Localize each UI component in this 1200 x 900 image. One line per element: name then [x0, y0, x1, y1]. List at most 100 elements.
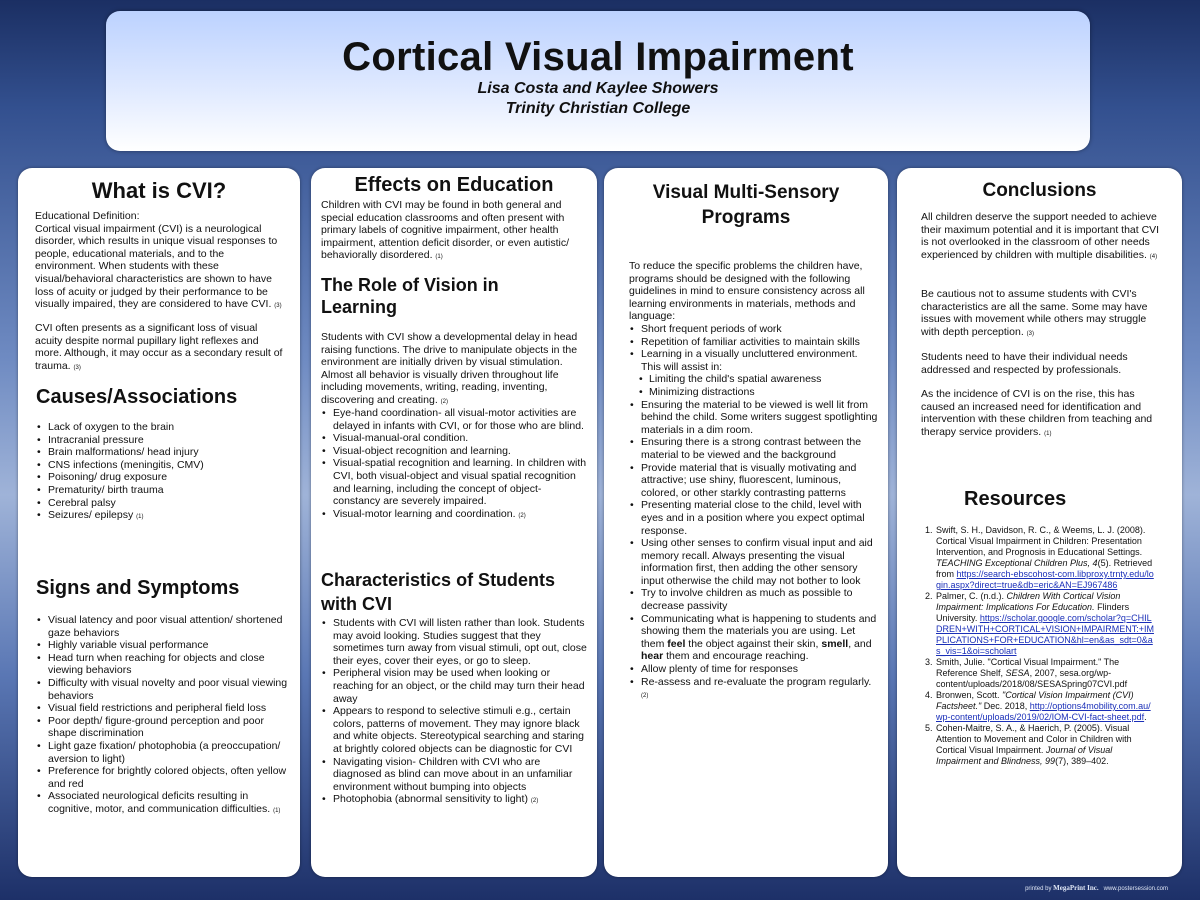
list-item: CNS infections (meningitis, CMV): [36, 459, 288, 472]
role-text: Students with CVI show a developmental d…: [321, 331, 587, 409]
list-item: Visual field restrictions and peripheral…: [36, 702, 288, 715]
citation: (3): [274, 303, 282, 310]
resource-link[interactable]: https://scholar.google.com/scholar?q=CHI…: [936, 613, 1154, 656]
programs-list: Short frequent periods of workRepetition…: [629, 323, 879, 703]
resource-title: SESA: [1005, 668, 1030, 678]
list-item: Presenting material close to the child, …: [629, 499, 879, 537]
resource-text: Swift, S. H., Davidson, R. C., & Weems, …: [936, 525, 1146, 557]
effects-heading: Effects on Education: [354, 174, 554, 196]
list-item: Prematurity/ birth trauma: [36, 484, 288, 497]
programs-heading: Visual Multi-Sensory Programs: [652, 182, 840, 228]
list-item: Students with CVI will listen rather tha…: [321, 617, 587, 667]
what-is-cvi-heading: What is CVI?: [91, 178, 227, 203]
citation: (2): [440, 398, 449, 405]
resource-item: 1. Swift, S. H., Davidson, R. C., & Weem…: [925, 525, 1155, 591]
list-item: Photophobia (abnormal sensitivity to lig…: [321, 793, 587, 808]
conclusion-2: Be cautious not to assume students with …: [921, 288, 1163, 340]
column-1: What is CVI? Educational Definition: Cor…: [18, 168, 300, 877]
role-paragraph: Students with CVI show a developmental d…: [321, 331, 578, 406]
characteristics-list: Students with CVI will listen rather tha…: [321, 617, 587, 808]
resources-list: 1. Swift, S. H., Davidson, R. C., & Weem…: [925, 525, 1155, 767]
citation: (4): [1149, 253, 1158, 260]
list-item: Brain malformations/ head injury: [36, 446, 288, 459]
list-item: Lack of oxygen to the brain: [36, 421, 288, 434]
conclusion-text: Be cautious not to assume students with …: [921, 288, 1148, 338]
emphasis: hear: [641, 650, 664, 663]
resource-text: (5). Retrieved from: [936, 558, 1153, 579]
poster-authors: Lisa Costa and Kaylee Showers: [477, 80, 719, 97]
column-2: Effects on Education Children with CVI m…: [311, 168, 597, 877]
printed-by-label: printed by: [1025, 886, 1052, 892]
list-item-text: Navigating vision- Children with CVI who…: [333, 755, 573, 793]
list-item-text: Visual field restrictions and peripheral…: [48, 702, 267, 715]
list-item: Visual-motor learning and coordination. …: [321, 508, 587, 523]
emphasis: feel: [667, 637, 686, 650]
cvi-presentation: CVI often presents as a significant loss…: [35, 322, 287, 374]
presentation-text: CVI often presents as a significant loss…: [35, 322, 283, 372]
citation: (2): [530, 798, 539, 805]
effects-paragraph: Children with CVI may be found in both g…: [321, 199, 570, 262]
list-item: Seizures/ epilepsy (1): [36, 509, 288, 524]
list-item: Navigating vision- Children with CVI who…: [321, 756, 587, 794]
resource-text: Smith, Julie. "Cortical Visual Impairmen…: [936, 657, 1120, 678]
citation: (2): [641, 693, 649, 700]
list-item: Appears to respond to selective stimuli …: [321, 705, 587, 755]
list-item-text: Visual-manual-oral condition.: [333, 432, 469, 445]
citation: (1): [435, 254, 443, 261]
conclusion-text: All children deserve the support needed …: [921, 211, 1160, 261]
list-item-text: Highly variable visual performance: [48, 639, 209, 652]
resource-text: Dec. 2018,: [981, 701, 1030, 711]
resource-title: Journal of Visual Impairment and Blindne…: [936, 745, 1113, 766]
list-item-text: Poisoning/ drug exposure: [48, 471, 168, 484]
list-item-text: Eye-hand coordination- all visual-motor …: [333, 407, 584, 432]
printer-name: MegaPrint Inc.: [1053, 884, 1099, 892]
poster-title: Cortical Visual Impairment: [342, 35, 854, 79]
list-item-text: Visual-motor learning and coordination.: [333, 507, 516, 520]
resource-item: 2. Palmer, C. (n.d.). Children With Cort…: [925, 591, 1155, 657]
resource-title: Children With Cortical Vision Impairment…: [936, 591, 1121, 612]
resource-number: 5.: [925, 723, 933, 733]
resource-item: 3. Smith, Julie. "Cortical Visual Impair…: [925, 657, 1155, 690]
definition-label: Educational Definition:: [35, 210, 140, 222]
list-item: Allow plenty of time for responses: [629, 663, 879, 676]
list-item: Repetition of familiar activities to mai…: [629, 336, 879, 349]
conclusion-text: As the incidence of CVI is on the rise, …: [921, 388, 1153, 438]
list-item-text: Brain malformations/ head injury: [48, 446, 199, 459]
resource-number: 2.: [925, 591, 933, 601]
list-item-text: Prematurity/ birth trauma: [48, 483, 164, 496]
list-item: Eye-hand coordination- all visual-motor …: [321, 407, 587, 432]
citation: (2): [518, 512, 526, 519]
list-item-text: Associated neurological deficits resulti…: [48, 790, 271, 815]
list-item: Peripheral vision may be used when looki…: [321, 667, 587, 705]
list-item: Intracranial pressure: [36, 434, 288, 447]
list-item: Short frequent periods of work: [629, 323, 879, 336]
list-item: Try to involve children as much as possi…: [629, 587, 879, 612]
list-item-text: Preference for brightly colored objects,…: [48, 765, 287, 790]
printer-site: www.postersession.com: [1103, 886, 1168, 892]
citation: (1): [136, 514, 144, 521]
conclusion-3: Students need to have their individual n…: [921, 351, 1128, 376]
resource-item: 5. Cohen-Maitre, S. A., & Haerich, P. (2…: [925, 723, 1155, 767]
list-item: Using other senses to confirm visual inp…: [629, 537, 879, 587]
emphasis: smell: [821, 637, 849, 650]
resource-text: .: [1144, 712, 1147, 722]
list-item-text: Light gaze fixation/ photophobia (a preo…: [48, 739, 281, 765]
resources-heading: Resources: [964, 488, 1067, 510]
list-item: Ensuring the material to be viewed is we…: [629, 399, 879, 437]
signs-list: Visual latency and poor visual attention…: [36, 614, 288, 818]
role-list: Eye-hand coordination- all visual-motor …: [321, 407, 587, 522]
signs-heading: Signs and Symptoms: [36, 577, 240, 599]
list-item: Cerebral palsy: [36, 497, 288, 510]
resource-text: (7), 389–402.: [1055, 756, 1109, 766]
list-item-text: Appears to respond to selective stimuli …: [333, 705, 584, 755]
sub-list-item: Limiting the child's spatial awareness: [629, 373, 879, 386]
resource-link[interactable]: https://search-ebscohost-com.libproxy.tr…: [936, 569, 1154, 590]
list-item: Poisoning/ drug exposure: [36, 471, 288, 484]
citation: (3): [1026, 330, 1034, 337]
list-item: Visual-manual-oral condition.: [321, 432, 587, 445]
cvi-definition: Educational Definition: Cortical visual …: [35, 210, 287, 313]
poster-institution: Trinity Christian College: [505, 100, 691, 117]
resource-title: "Cortical Vision Impairment (CVI) Factsh…: [936, 690, 1134, 711]
resource-link[interactable]: http://options4mobility.com.au/wp-conten…: [936, 701, 1151, 722]
list-item: Preference for brightly colored objects,…: [36, 765, 288, 790]
